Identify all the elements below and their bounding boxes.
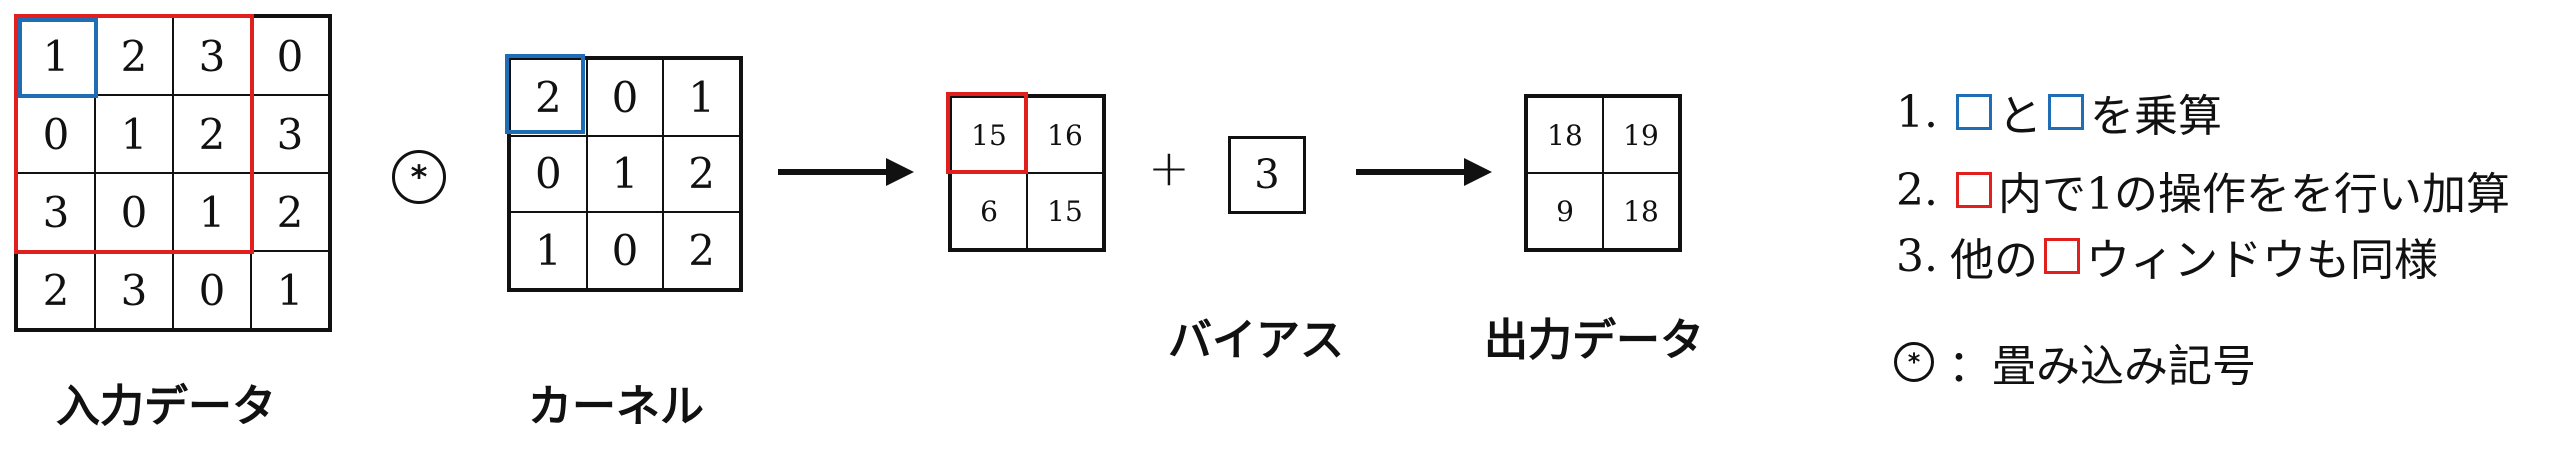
kernel-cell: 1: [663, 59, 740, 136]
input-grid: 1 2 3 0 0 1 2 3 3 0 1 2 2 3 0 1: [14, 14, 332, 332]
input-cell: 2: [251, 173, 329, 251]
input-cell: 2: [95, 17, 173, 95]
intermediate-cell: 15: [1027, 173, 1103, 249]
legend-symbol-mark: *: [1907, 348, 1921, 376]
intermediate-cell: 16: [1027, 97, 1103, 173]
input-cell: 0: [17, 95, 95, 173]
output-cell: 18: [1527, 97, 1603, 173]
input-cell: 3: [17, 173, 95, 251]
blue-square-icon: [1955, 94, 1992, 130]
input-cell: 2: [17, 251, 95, 329]
kernel-label: カーネル: [528, 381, 704, 432]
output-cell: 18: [1603, 173, 1679, 249]
intermediate-grid: 15 16 6 15: [948, 94, 1106, 252]
intermediate-cell: 15: [951, 97, 1027, 173]
step-1: 1. と を乗算: [1896, 80, 2222, 144]
kernel-cell: 0: [510, 135, 587, 213]
step-3: 3. 他の ウィンドウも同様: [1896, 224, 2438, 288]
output-cell: 19: [1603, 97, 1679, 173]
input-cell: 0: [95, 173, 173, 251]
step-text: と: [1997, 91, 2042, 142]
input-cell: 1: [95, 95, 173, 173]
red-square-icon: [1955, 172, 1992, 208]
blue-square-icon: [2047, 94, 2084, 130]
kernel-cell: 2: [663, 212, 740, 289]
input-cell: 0: [173, 251, 251, 329]
red-square-icon: [2043, 238, 2080, 274]
bias-box: 3: [1228, 136, 1306, 214]
input-cell: 3: [173, 17, 251, 95]
input-label: 入力データ: [56, 381, 276, 432]
step-2: 2. 内で1の操作をを行い加算: [1896, 158, 2510, 222]
kernel-cell: 1: [510, 212, 587, 289]
input-cell: 3: [251, 95, 329, 173]
plus-sign: +: [1148, 139, 1190, 197]
output-label: 出力データ: [1484, 315, 1704, 366]
kernel-cell: 2: [663, 135, 740, 213]
kernel-cell: 1: [586, 135, 664, 213]
convolution-symbol: *: [392, 150, 446, 204]
step-text: を乗算: [2089, 91, 2222, 142]
input-cell: 2: [173, 95, 251, 173]
legend: * ：畳み込み記号: [1894, 330, 2256, 394]
intermediate-cell: 6: [951, 173, 1027, 249]
kernel-cell: 0: [586, 212, 664, 289]
input-cell: 1: [173, 173, 251, 251]
convolution-symbol-mark: *: [410, 158, 428, 196]
arrow-icon: [1356, 158, 1492, 186]
bias-label: バイアス: [1168, 315, 1344, 366]
step-number: 1.: [1896, 86, 1938, 138]
input-cell: 1: [17, 17, 95, 95]
output-cell: 9: [1527, 173, 1603, 249]
input-cell: 1: [251, 251, 329, 329]
input-cell: 0: [251, 17, 329, 95]
step-number: 3.: [1896, 230, 1938, 282]
legend-text: ：畳み込み記号: [1948, 341, 2256, 392]
kernel-cell: 0: [586, 59, 664, 136]
step-number: 2.: [1896, 164, 1938, 216]
step-text: ウィンドウも同様: [2085, 235, 2438, 286]
kernel-grid: 2 0 1 0 1 2 1 0 2: [507, 56, 743, 292]
step-text: 内で1の操作をを行い加算: [1997, 169, 2510, 220]
step-text: 他の: [1949, 235, 2038, 286]
input-cell: 3: [95, 251, 173, 329]
output-grid: 18 19 9 18: [1524, 94, 1682, 252]
kernel-cell: 2: [510, 59, 587, 136]
convolution-symbol-icon: *: [1894, 342, 1934, 382]
arrow-icon: [778, 158, 914, 186]
